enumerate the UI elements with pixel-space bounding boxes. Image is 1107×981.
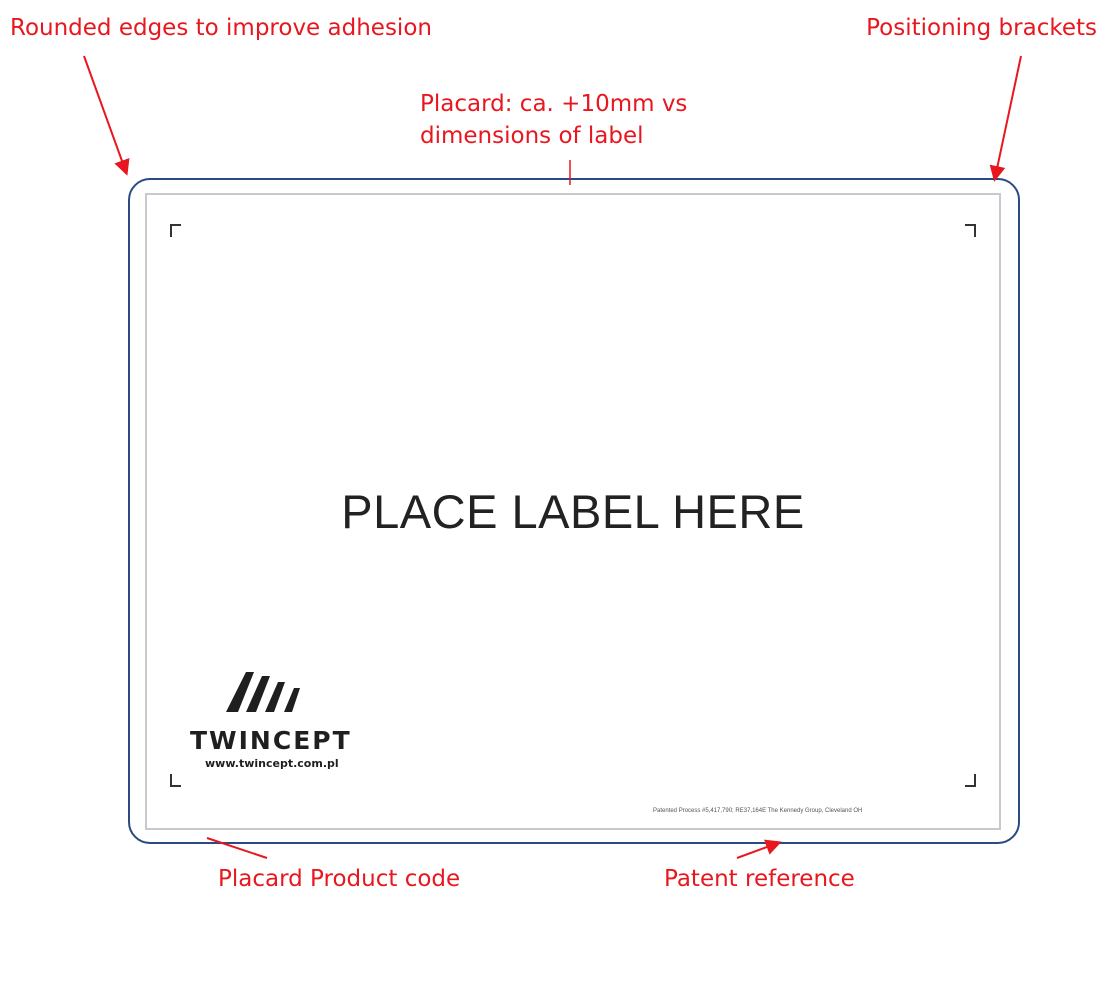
callout-product-code: Placard Product code (218, 866, 461, 892)
callout-placard-size-line2: dimensions of label (420, 123, 644, 149)
positioning-bracket-bottom-left (170, 774, 181, 787)
positioning-bracket-bottom-right (965, 774, 976, 787)
positioning-bracket-top-left (170, 224, 181, 237)
callout-rounded-edges: Rounded edges to improve adhesion (10, 15, 432, 41)
callout-placard-size-line1: Placard: ca. +10mm vs (420, 91, 688, 117)
arrow-rounded-edges (83, 55, 130, 176)
place-label-text: PLACE LABEL HERE (341, 485, 805, 538)
logo-url: www.twincept.com.pl (205, 757, 339, 770)
callout-placard-size: Placard: ca. +10mm vs dimensions of labe… (420, 88, 687, 152)
callout-positioning-brackets: Positioning brackets (866, 15, 1097, 41)
label-area (145, 193, 1001, 830)
arrow-product-code (206, 837, 268, 859)
positioning-bracket-top-right (965, 224, 976, 237)
callout-patent-reference: Patent reference (664, 866, 855, 892)
patent-text: Patented Process #5,417,790; RE37,164E T… (653, 808, 863, 814)
placard-outline (128, 178, 1020, 844)
logo-name: TWINCEPT (190, 726, 352, 755)
twincept-logo-icon (226, 672, 300, 712)
arrow-patent-reference (736, 839, 782, 859)
arrow-positioning-brackets (989, 55, 1022, 182)
